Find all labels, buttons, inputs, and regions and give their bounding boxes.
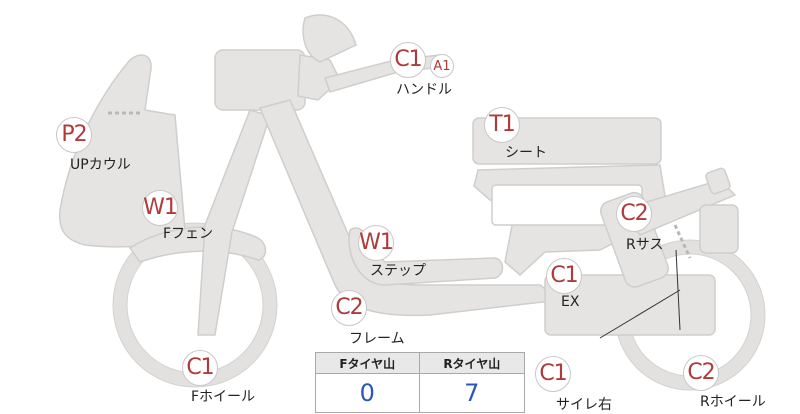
front-tire-value: 0 [315,373,420,413]
label-rwheel: Rホイール [700,394,766,410]
label-rsus: Rサス [626,237,664,253]
marker-ffender[interactable]: W1 [142,190,178,226]
marker-rsus[interactable]: C2 [616,196,652,232]
rear-tire-value: 7 [418,373,526,413]
marker-handle-a1[interactable]: A1 [430,54,454,78]
label-frame: フレーム [349,331,405,347]
label-muffler: サイレ右 [556,397,612,413]
marker-frame[interactable]: C2 [331,290,367,326]
marker-fwheel[interactable]: C1 [182,350,218,386]
label-handle: ハンドル [396,82,452,98]
label-seat: シート [505,145,547,161]
marker-rwheel[interactable]: C2 [683,355,719,391]
rear-tire-header: Rタイヤ山 [418,352,526,374]
marker-ex[interactable]: C1 [546,258,582,294]
label-ex: EX [561,294,580,310]
front-tire-header: Fタイヤ山 [315,352,420,374]
label-step: ステップ [370,263,426,279]
marker-muffler[interactable]: C1 [535,356,571,392]
label-ffender: Fフェン [163,226,214,242]
marker-upcowl[interactable]: P2 [56,117,92,153]
marker-step[interactable]: W1 [358,225,394,261]
label-fwheel: Fホイール [191,389,256,405]
marker-seat[interactable]: T1 [484,107,520,143]
label-upcowl: UPカウル [70,157,131,173]
marker-handle[interactable]: C1 [390,42,426,78]
tire-tread-table: Fタイヤ山 Rタイヤ山 0 7 [315,352,526,413]
